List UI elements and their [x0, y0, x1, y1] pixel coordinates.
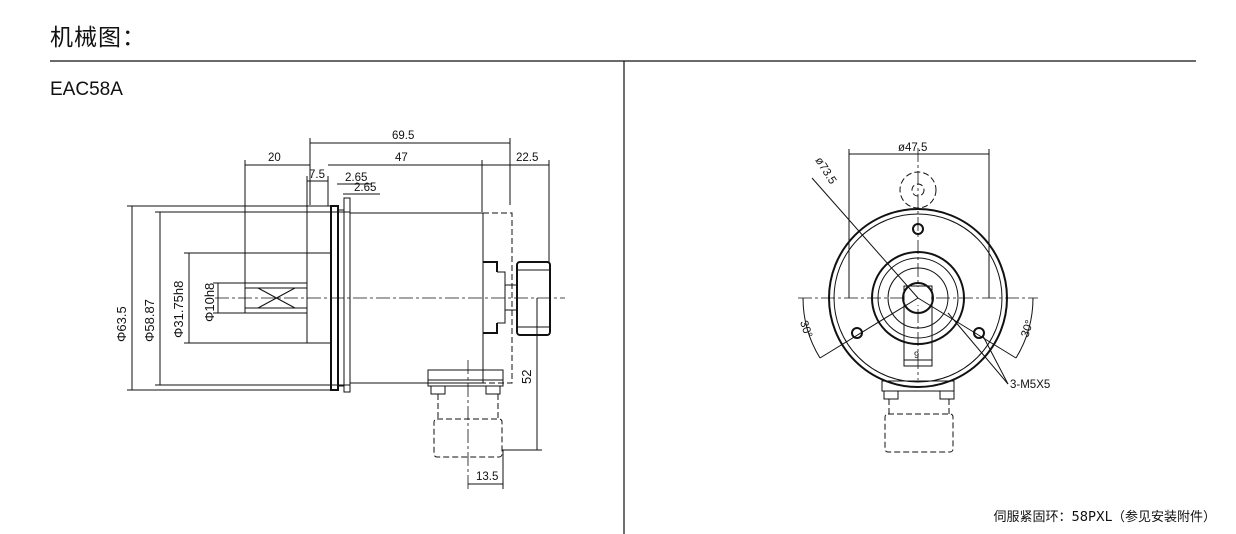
dim-connector: 22.5: [516, 152, 538, 164]
dim-dia-spigot: Φ31.75h8: [171, 281, 186, 338]
footnote-text: 伺服紧固环：58PXL（参见安装附件）: [993, 510, 1216, 525]
dim-holes: 3-M5X5: [1010, 379, 1050, 391]
model-label: EAC58A: [50, 79, 123, 100]
dim-width-13-5: 13.5: [476, 471, 498, 483]
dim-outer-dia: ø73.5: [812, 155, 838, 186]
dim-bolt-circle: ø47.5: [898, 142, 927, 154]
dim-dia-body: Φ58.87: [142, 299, 157, 342]
dim-flat: 9: [914, 350, 919, 360]
dim-flange: 7.5: [309, 169, 325, 181]
housing: [349, 212, 484, 384]
dim-step-1: 2.65: [345, 172, 367, 184]
cable-gland: [427, 369, 504, 387]
dim-angle-left: 30°: [797, 319, 814, 339]
connector: [516, 261, 551, 336]
dim-dia-shaft: Φ10h8: [202, 283, 217, 322]
housing-outer-circle: [828, 208, 1008, 388]
mount-hole-right: [973, 327, 985, 339]
dim-body: 47: [395, 152, 408, 164]
side-view: 69.5 20 47 22.5 7.5 2.65 2.65 Φ63.5 Φ58.…: [114, 130, 565, 490]
dim-angle-right: 30°: [1019, 319, 1036, 339]
dim-dia-outer: Φ63.5: [114, 306, 129, 342]
dim-height-52: 52: [519, 370, 534, 384]
front-view: ø47.5 ø73.5 30° 30° 9 3-M5X5: [797, 142, 1050, 453]
front-gland: [881, 380, 955, 392]
dim-overall: 69.5: [392, 130, 414, 142]
mount-hole-top: [912, 223, 924, 235]
dim-step-2: 2.65: [354, 182, 376, 194]
page-title: 机械图：: [50, 25, 146, 51]
dim-shaft-length: 20: [268, 152, 281, 164]
mount-hole-left: [851, 327, 863, 339]
